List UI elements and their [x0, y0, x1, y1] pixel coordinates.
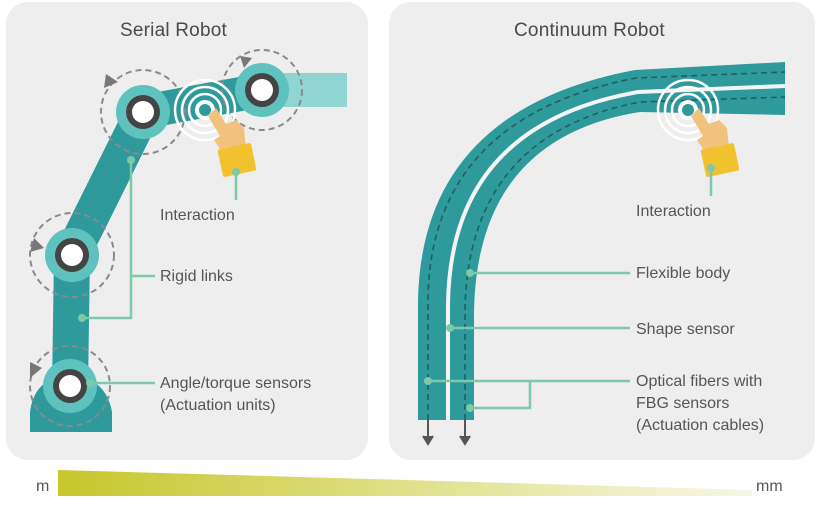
- joint: [116, 85, 170, 139]
- serial-interaction-label: Interaction: [160, 207, 235, 224]
- sensors-label-line2: (Actuation units): [160, 397, 276, 414]
- fibers-label-line3: (Actuation cables): [636, 417, 765, 434]
- optical-fiber: [427, 71, 786, 420]
- scale-left-label: m: [36, 478, 50, 495]
- fibers-label-line1: Optical fibers with: [636, 373, 763, 390]
- down-arrow-icon: [422, 420, 471, 446]
- touch-hand-icon: [208, 108, 257, 177]
- rotation-indicator-icon: [29, 49, 303, 427]
- shape-sensor-label: Shape sensor: [636, 321, 735, 338]
- sensors-label-line1: Angle/torque sensors: [160, 375, 312, 392]
- joint: [43, 359, 97, 413]
- flexible-body-outer: [418, 62, 785, 420]
- optical-fiber: [464, 96, 786, 420]
- joint: [45, 228, 99, 282]
- rigid-links-label: Rigid links: [160, 268, 233, 285]
- continuum-robot: [418, 62, 786, 446]
- ripple-icon: [656, 78, 720, 142]
- scale-right-label: mm: [756, 478, 783, 495]
- joint: [235, 63, 289, 117]
- rotation-arrowheads: [30, 56, 252, 378]
- continuum-robot-title: Continuum Robot: [514, 20, 665, 41]
- touch-hand-icon: [691, 108, 740, 177]
- ripple-icon: [173, 78, 237, 142]
- continuum-interaction-label: Interaction: [636, 203, 711, 220]
- flexible-body-label: Flexible body: [636, 265, 731, 282]
- serial-robot: [29, 49, 347, 432]
- shape-sensor: [446, 84, 786, 420]
- leader-lines: [82, 160, 238, 385]
- fibers-label-line2: FBG sensors: [636, 395, 730, 412]
- leader-lines: [428, 168, 713, 410]
- scale-wedge: [58, 470, 752, 496]
- serial-robot-title: Serial Robot: [120, 20, 227, 41]
